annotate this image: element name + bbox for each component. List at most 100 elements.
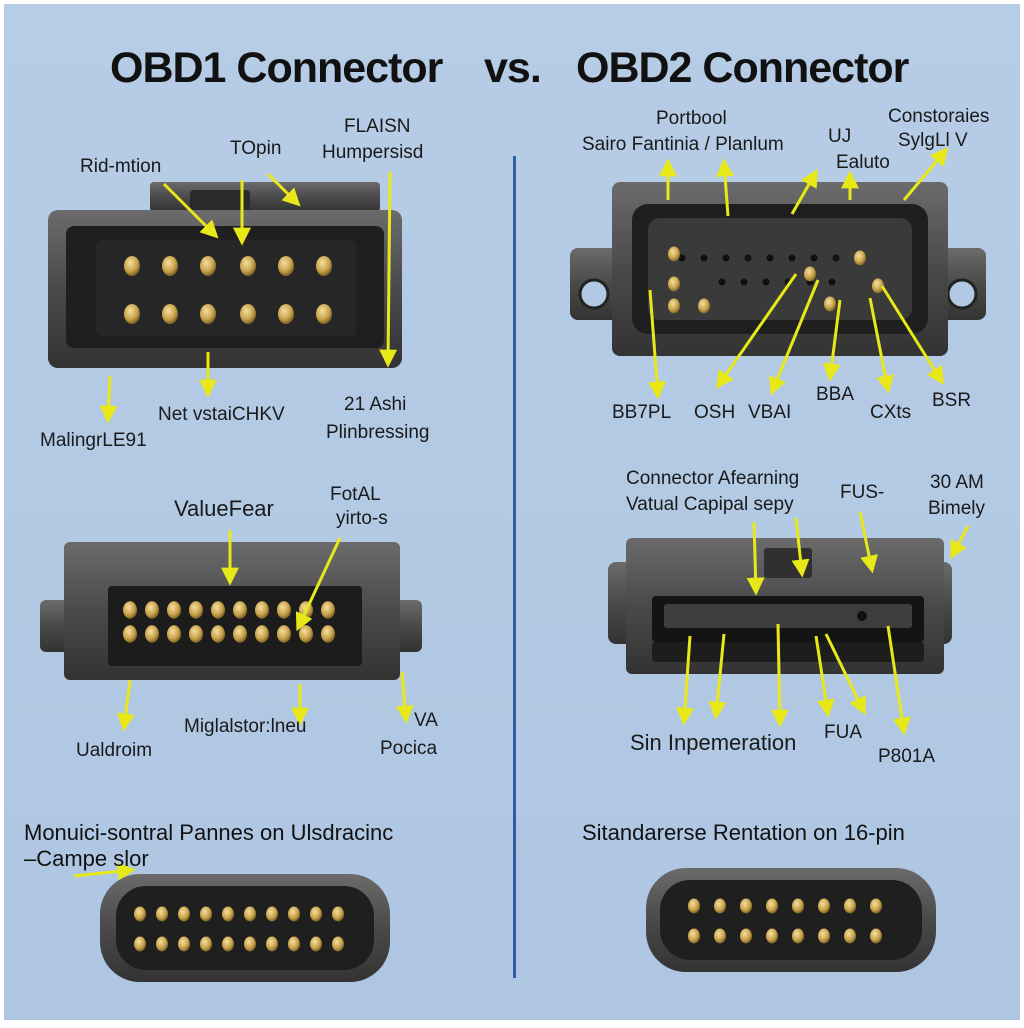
pin [162,256,178,276]
label-connector-afearning: Connector Afearning [626,468,800,489]
pin [668,298,680,314]
label-vbai: VBAI [748,402,792,423]
pin [167,625,181,643]
title-obd2: OBD2 Connector [576,44,909,92]
caption-right: Sitandarerse Rentation on 16‑pin [582,820,905,845]
pin-hole [678,254,686,262]
pin [123,601,137,619]
pin [804,266,816,282]
label-u1: UJ [828,126,852,147]
label-maling: MalingrLE91 [40,430,147,451]
pin [316,304,332,324]
pin [255,625,269,643]
label-ashi: 21 Ashi [344,394,407,415]
label-pocica: Pocica [380,738,438,759]
pin [288,906,300,922]
pin-hole [828,278,836,286]
title-vs: vs. [484,44,542,92]
pin [714,898,726,914]
pin [278,304,294,324]
label-humpersisd: Humpersisd [322,142,424,163]
pin [124,304,140,324]
pin [668,246,680,262]
pin [244,936,256,952]
pin [310,936,322,952]
label-va: VA [414,710,438,731]
pin [332,906,344,922]
pin [854,250,866,266]
pin [740,898,752,914]
pin [178,936,190,952]
pin [211,625,225,643]
pin [299,625,313,643]
pin [189,601,203,619]
pin [844,928,856,944]
pin [321,625,335,643]
pin [818,898,830,914]
obd1-top-pins [124,256,332,324]
pin [332,936,344,952]
label-topin: TOpin [230,138,282,159]
pin [200,304,216,324]
label-bba: BBA [816,384,855,405]
label-sairo: Sairo Fantinia / Planlum [582,134,784,155]
pin-hole [810,254,818,262]
column-divider [513,156,516,978]
pin [255,601,269,619]
pin [266,906,278,922]
pin [233,625,247,643]
label-fua: FUA [824,722,862,743]
annotation-arrows [73,147,970,881]
pin [167,601,181,619]
obd1-bottom-pins [134,906,344,952]
label-portbool: Portbool [656,108,727,129]
pin [266,936,278,952]
label-rid-mtion: Rid‑mtion [80,156,162,177]
obd1-top-connector [48,182,402,368]
infographic-page: OBD1 Connector vs. OBD2 Connector [4,4,1020,1020]
pin [277,625,291,643]
label-ealuto: Ealuto [836,152,890,173]
pin [233,601,247,619]
label-fotal: FotAL [330,484,381,505]
label-net-vstai: Net vstaiCHKV [158,404,285,425]
obd2-bottom-pins [688,898,882,944]
pin [688,898,700,914]
obd1-bottom-connector [100,874,390,982]
pin [792,928,804,944]
pin [310,906,322,922]
pin [278,256,294,276]
label-vatual: Vatual Capipal sepy [626,494,794,515]
label-osh: OSH [694,402,736,423]
label-fus: FUS‑ [840,482,885,503]
label-miglalstor: Miglalstor:lneu [184,716,307,737]
pin-hole [766,254,774,262]
pin [766,928,778,944]
label-plinbressing: Plinbressing [326,422,430,443]
pin [156,906,168,922]
pin [134,936,146,952]
pin-hole [722,254,730,262]
pin [124,256,140,276]
pin [211,601,225,619]
pin [123,625,137,643]
pin [870,898,882,914]
pin [222,936,234,952]
pin-hole [718,278,726,286]
pin [688,928,700,944]
pin [240,304,256,324]
pin [316,256,332,276]
pin [178,906,190,922]
pin [145,601,159,619]
pin [200,256,216,276]
label-valuefear: ValueFear [174,496,274,521]
pin [714,928,726,944]
label-cxts: CXts [870,402,912,423]
pin [870,928,882,944]
pin [240,256,256,276]
obd2-top-pins [668,246,884,314]
pin-hole [762,278,770,286]
label-bimely: Bimely [928,498,986,519]
pin [824,296,836,312]
pin-hole [740,278,748,286]
